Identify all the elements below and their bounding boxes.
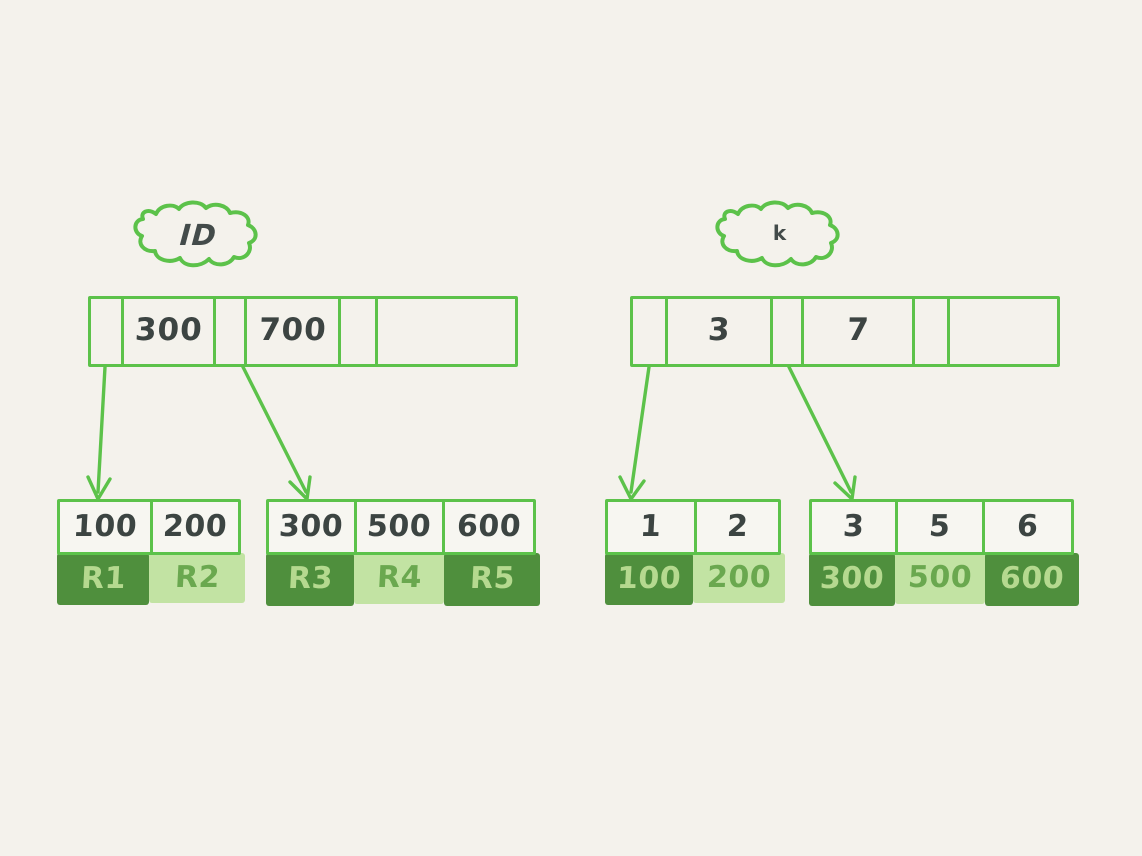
arrow-k-root-to-leaf2-head [833,475,857,501]
leaf-key-text: 2 [725,508,750,544]
leaf-node-k-2[interactable]: 3 5 6 300 500 600 [809,499,1079,609]
leaf-key-row[interactable]: 100 200 [57,499,241,555]
leaf-key-text: 1 [639,508,663,544]
leaf-key-cell[interactable]: 6 [985,502,1071,552]
leaf-key-text: 200 [162,508,229,544]
leaf-key-cell[interactable]: 5 [898,502,986,552]
leaf-value-text: R4 [375,560,423,595]
leaf-value-block[interactable]: 600 [985,553,1079,606]
root-pointer-cell-2[interactable] [915,299,950,364]
root-key-cell-0[interactable]: 300 [124,299,216,364]
leaf-node-k-1[interactable]: 1 2 100 200 [605,499,785,609]
leaf-value-block[interactable]: R5 [444,553,540,606]
arrow-id-root-to-leaf2 [241,365,308,494]
leaf-key-row[interactable]: 300 500 600 [266,499,536,555]
leaf-value-text: R3 [286,561,334,596]
leaf-key-cell[interactable]: 600 [445,502,533,552]
arrow-id-root-to-leaf1 [96,365,107,494]
root-empty-cell[interactable] [378,299,515,364]
leaf-key-text: 6 [1016,508,1040,544]
leaf-value-block[interactable]: 300 [809,553,895,606]
leaf-value-text: 500 [907,560,973,595]
leaf-value-row: 100 200 [605,553,785,605]
root-key-text: 3 [706,311,732,348]
leaf-key-row[interactable]: 1 2 [605,499,781,555]
leaf-value-block[interactable]: R2 [149,553,245,603]
leaf-value-block[interactable]: 100 [605,553,693,605]
root-pointer-cell-1[interactable] [216,299,247,364]
root-empty-cell[interactable] [950,299,1057,364]
cloud-icon [133,200,258,268]
leaf-key-text: 5 [928,508,952,544]
leaf-key-text: 300 [278,508,345,544]
leaf-value-row: R1 R2 [57,553,245,605]
leaf-key-text: 100 [71,508,138,544]
leaf-key-cell[interactable]: 3 [812,502,899,552]
leaf-value-text: R5 [468,561,516,596]
cloud-label-text: k [772,221,788,245]
leaf-value-text: R2 [173,559,221,595]
root-pointer-cell-0[interactable] [91,299,124,364]
label-cloud-k: k [708,198,848,276]
leaf-value-block[interactable]: 200 [693,553,785,603]
leaf-value-text: 600 [999,561,1065,596]
leaf-value-text: 300 [819,561,885,596]
leaf-node-id-1[interactable]: 100 200 R1 R2 [57,499,245,609]
arrow-k-root-to-leaf1-head [618,475,646,501]
leaf-key-text: 600 [456,508,522,544]
cloud-icon [715,200,840,268]
leaf-key-cell[interactable]: 200 [153,502,238,552]
arrow-id-root-to-leaf2-head [288,475,312,501]
leaf-value-text: 100 [616,560,682,596]
leaf-value-block[interactable]: R3 [266,553,354,606]
root-key-text: 300 [133,311,204,348]
leaf-value-text: 200 [706,559,772,595]
leaf-value-block[interactable]: R1 [57,553,149,605]
root-key-cell-0[interactable]: 3 [668,299,773,364]
arrow-k-root-to-leaf1 [629,365,651,494]
root-pointer-cell-1[interactable] [773,299,804,364]
leaf-key-cell[interactable]: 300 [269,502,358,552]
root-key-text: 700 [257,311,328,348]
leaf-value-block[interactable]: R4 [354,553,444,604]
leaf-key-cell[interactable]: 2 [697,502,778,552]
root-key-cell-1[interactable]: 7 [804,299,915,364]
leaf-value-row: R3 R4 R5 [266,553,540,606]
leaf-value-block[interactable]: 500 [895,553,985,604]
leaf-key-cell[interactable]: 100 [60,502,153,552]
cloud-label-text: ID [178,218,218,252]
arrow-id-root-to-leaf1-head [86,475,112,501]
leaf-key-row[interactable]: 3 5 6 [809,499,1074,555]
label-cloud-id: ID [126,198,266,276]
leaf-value-text: R1 [79,560,127,596]
leaf-node-id-2[interactable]: 300 500 600 R3 R4 R5 [266,499,540,609]
leaf-key-cell[interactable]: 500 [357,502,446,552]
leaf-key-cell[interactable]: 1 [608,502,697,552]
arrow-k-root-to-leaf2 [787,365,853,494]
leaf-key-text: 3 [841,508,866,544]
root-pointer-cell-0[interactable] [633,299,668,364]
root-node-k[interactable]: 3 7 [630,296,1060,367]
root-key-text: 7 [845,311,871,348]
root-key-cell-1[interactable]: 700 [247,299,341,364]
root-node-id[interactable]: 300 700 [88,296,518,367]
leaf-key-text: 500 [366,508,433,544]
root-pointer-cell-2[interactable] [341,299,378,364]
leaf-value-row: 300 500 600 [809,553,1079,606]
